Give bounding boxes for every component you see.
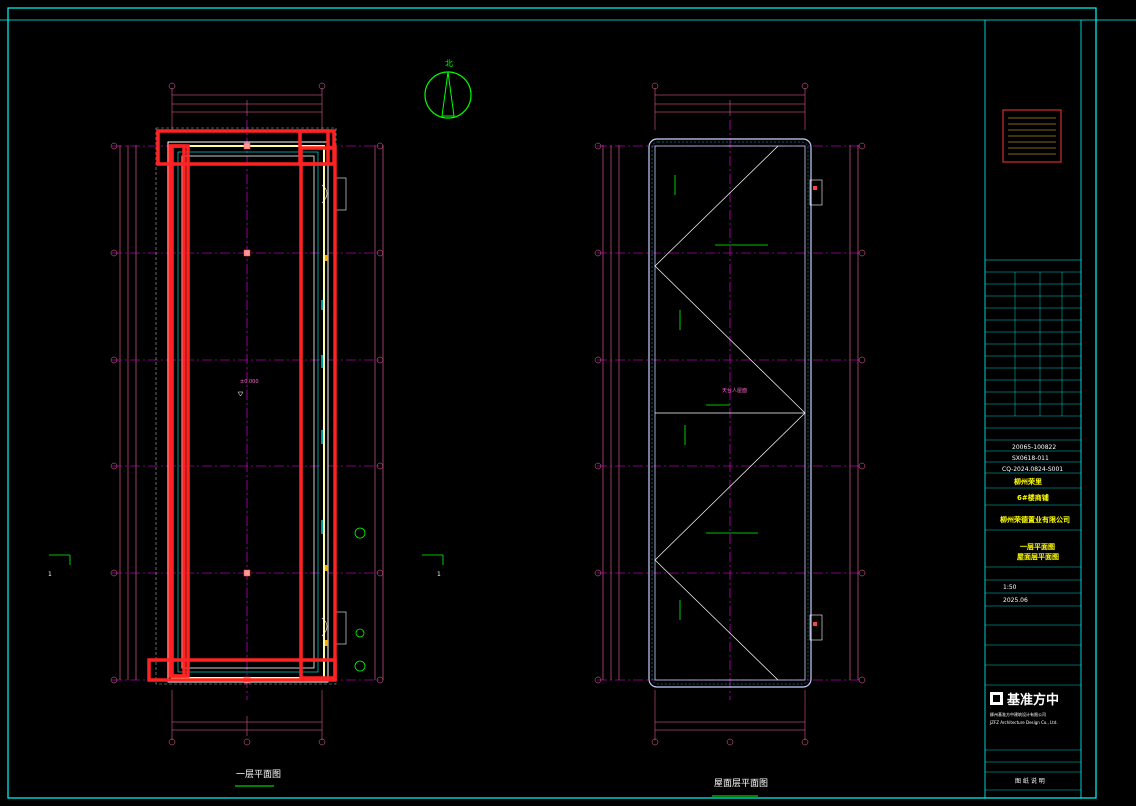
roof-plan: 天台人屋面 1 屋面层平面图 <box>422 82 866 797</box>
tb-building: 6#楼商铺 <box>1017 493 1049 502</box>
tb-project-no: 20065-100822 <box>1012 444 1056 451</box>
tb-project-name: 柳州荣里 <box>1014 477 1042 486</box>
north-arrow-icon: 北 <box>424 59 472 119</box>
tb-sub-no: SX0618-011 <box>1012 455 1049 462</box>
highlight-annotations <box>147 129 337 682</box>
tb-logo-text: 基准方中 <box>1006 692 1059 708</box>
svg-text:北: 北 <box>445 59 453 68</box>
plan-title-left: 一层平面图 <box>236 769 281 780</box>
title-block: 20065-100822 SX0618-011 CQ-2024.0824-S00… <box>984 20 1082 798</box>
tb-client: 柳州荣德置业有限公司 <box>1000 515 1070 524</box>
svg-text:±0.000: ±0.000 <box>240 379 259 385</box>
section-marker-right: 1 <box>437 571 441 578</box>
section-marker-left: 1 <box>48 571 52 578</box>
tb-scale: 1:50 <box>1003 584 1017 591</box>
tb-date: 2025.06 <box>1003 597 1028 604</box>
drawing-frame <box>7 7 1097 799</box>
tb-company-cn: 柳州基准方中建筑设计有限公司 <box>990 711 1046 717</box>
approval-stamp-icon <box>1002 109 1062 163</box>
tb-sheet-title-2: 屋面层平面图 <box>1017 552 1059 561</box>
tb-drawing-no: CQ-2024.0824-S001 <box>1002 466 1063 473</box>
tb-company-en: JZFZ Architecture Design Co., Ltd. <box>989 720 1058 725</box>
tb-sheet-title-1: 一层平面图 <box>1020 542 1055 551</box>
ground-floor-plan: ±0.000 1 一层平面图 <box>48 82 384 787</box>
tb-bottom-label: 图 纸 说 明 <box>1015 777 1045 785</box>
plan-title-right: 屋面层平面图 <box>714 778 768 789</box>
company-logo-icon <box>990 692 1003 705</box>
svg-text:天台人屋面: 天台人屋面 <box>722 387 747 394</box>
